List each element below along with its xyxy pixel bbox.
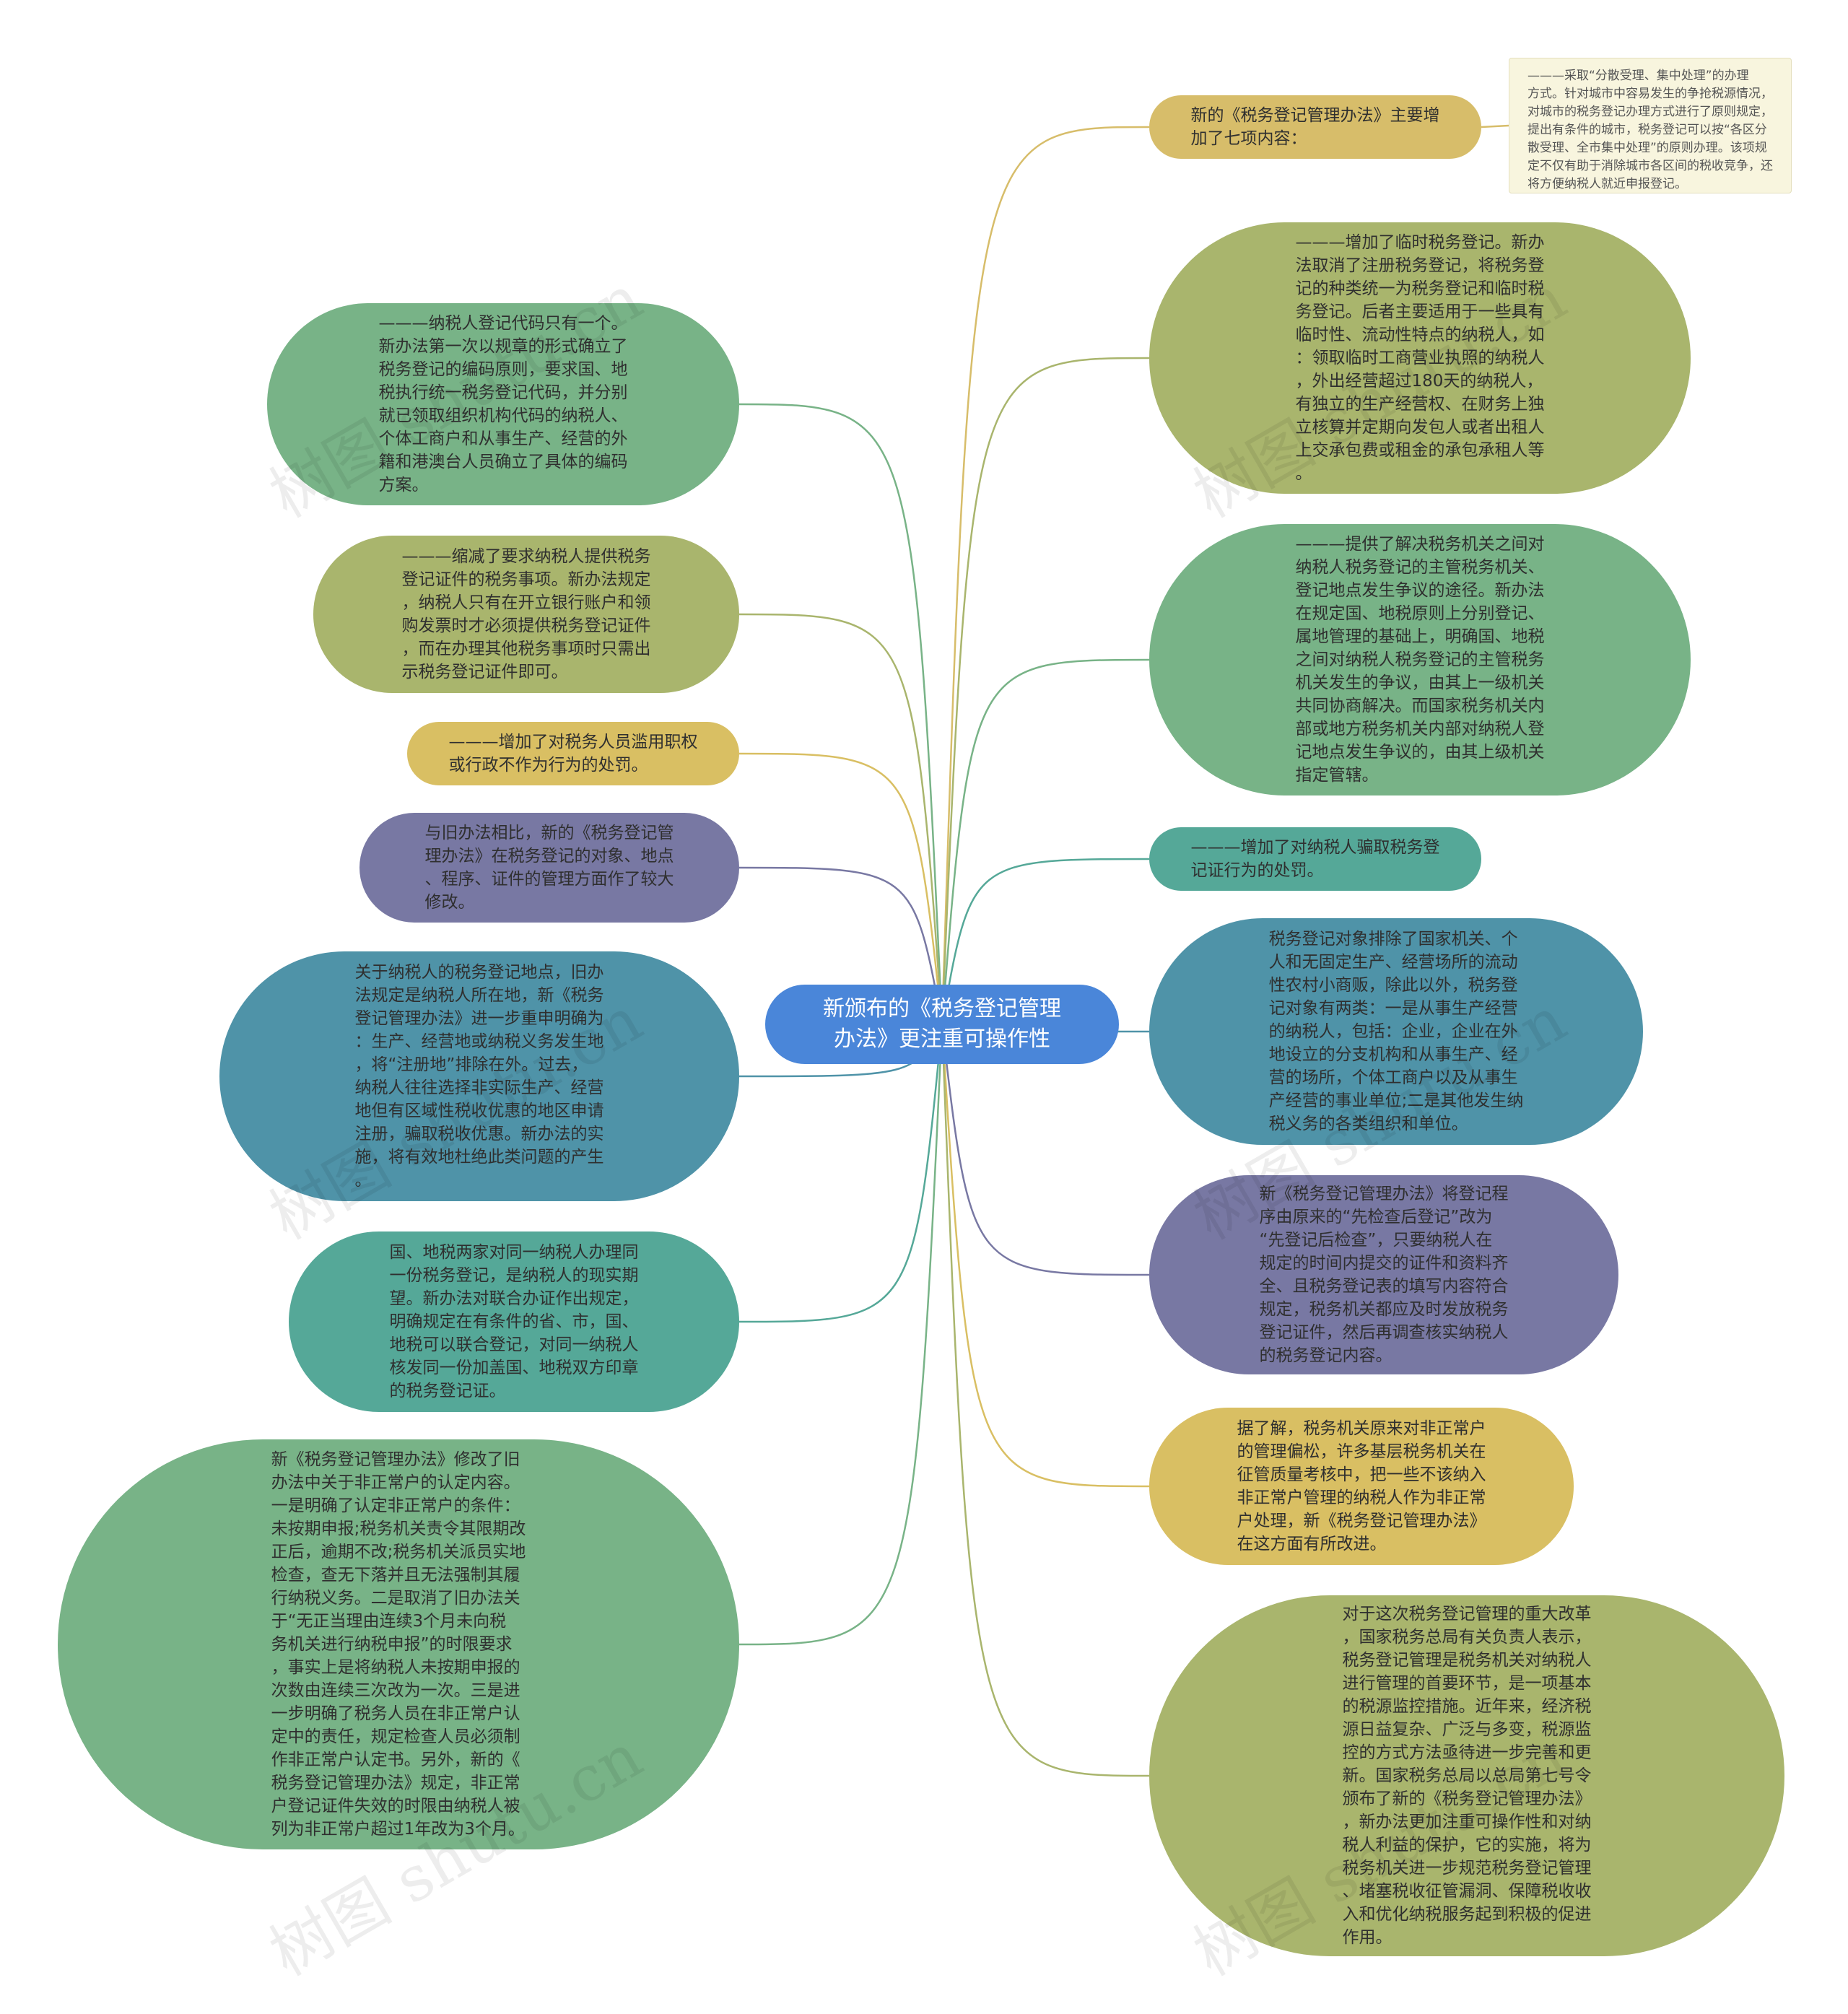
connector-l-punish [738, 752, 943, 1025]
node-label: ———纳税人登记代码只有一个。 新办法第一次以规章的形式确立了 税务登记的编码原… [378, 314, 628, 494]
node-abnormal-household[interactable]: 据了解，税务机关原来对非正常户 的管理偏松，许多基层税务机关在 征管质量考核中，… [1149, 1408, 1574, 1565]
node-registration-objects[interactable]: 税务登记对象排除了国家机关、个 人和无固定生产、经营场所的流动 性农村小商贩，除… [1149, 918, 1643, 1145]
note-label: ———采取“分散受理、集中处理”的办理 方式。针对城市中容易发生的争抢税源情况，… [1527, 69, 1773, 191]
node-temporary-registration[interactable]: ———增加了临时税务登记。新办 法取消了注册税务登记，将税务登 记的种类统一为税… [1149, 222, 1691, 494]
node-fraud-penalty[interactable]: ———增加了对纳税人骗取税务登 记证行为的处罚。 [1149, 827, 1481, 891]
node-label: ———增加了临时税务登记。新办 法取消了注册税务登记，将税务登 记的种类统一为税… [1295, 233, 1545, 483]
connector-r-main-seven [941, 126, 1150, 1025]
node-label: 新《税务登记管理办法》修改了旧 办法中关于非正常户的认定内容。 一是明确了认定非… [271, 1450, 526, 1839]
node-label: 据了解，税务机关原来对非正常户 的管理偏松，许多基层税务机关在 征管质量考核中，… [1237, 1419, 1486, 1553]
node-label: 新的《税务登记管理办法》主要增 加了七项内容： [1190, 106, 1440, 148]
connector-r-reform [941, 1024, 1150, 1777]
node-label: 对于这次税务登记管理的重大改革 ，国家税务总局有关负责人表示， 税务登记管理是税… [1342, 1605, 1592, 1947]
connector-l-reduce [738, 613, 943, 1025]
node-joint-registration[interactable]: 国、地税两家对同一纳税人办理同 一份税务登记，是纳税人的现实期 望。新办法对联合… [289, 1231, 739, 1412]
node-main-seven-items[interactable]: 新的《税务登记管理办法》主要增 加了七项内容： [1149, 95, 1481, 159]
connector-l-code [738, 403, 943, 1025]
note-dispersed-acceptance: ———采取“分散受理、集中处理”的办理 方式。针对城市中容易发生的争抢税源情况，… [1509, 58, 1792, 193]
node-dispute-resolution[interactable]: ———提供了解决税务机关之间对 纳税人税务登记的主管税务机关、 登记地点发生争议… [1149, 524, 1691, 795]
node-taxpayer-code[interactable]: ———纳税人登记代码只有一个。 新办法第一次以规章的形式确立了 税务登记的编码原… [267, 303, 739, 505]
node-registration-procedure[interactable]: 新《税务登记管理办法》将登记程 序由原来的“先检查后登记”改为 “先登记后检查”… [1149, 1175, 1618, 1374]
node-label: ———增加了对税务人员滥用职权 或行政不作为行为的处罚。 [448, 733, 698, 775]
node-label: 关于纳税人的税务登记地点，旧办 法规定是纳税人所在地，新《税务 登记管理办法》进… [354, 963, 604, 1190]
connector-r-abnormal [941, 1024, 1150, 1488]
node-label: 与旧办法相比，新的《税务登记管 理办法》在税务登记的对象、地点 、程序、证件的管… [424, 824, 674, 912]
connector-r-procedure [941, 1024, 1150, 1276]
node-comparison-old-law[interactable]: 与旧办法相比，新的《税务登记管 理办法》在税务登记的对象、地点 、程序、证件的管… [359, 813, 739, 923]
connector-r-dispute [941, 658, 1150, 1025]
center-topic-label: 新颁布的《税务登记管理 办法》更注重可操作性 [823, 996, 1061, 1052]
node-label: ———缩减了要求纳税人提供税务 登记证件的税务事项。新办法规定 ，纳税人只有在开… [401, 547, 651, 681]
node-label: 新《税务登记管理办法》将登记程 序由原来的“先检查后登记”改为 “先登记后检查”… [1259, 1185, 1509, 1365]
connector-l-compare [738, 866, 943, 1025]
node-registration-location[interactable]: 关于纳税人的税务登记地点，旧办 法规定是纳税人所在地，新《税务 登记管理办法》进… [219, 951, 739, 1201]
node-reform-statement[interactable]: 对于这次税务登记管理的重大改革 ，国家税务总局有关负责人表示， 税务登记管理是税… [1149, 1595, 1784, 1956]
node-abnormal-household-definition[interactable]: 新《税务登记管理办法》修改了旧 办法中关于非正常户的认定内容。 一是明确了认定非… [58, 1439, 739, 1849]
connector-l-abnormal-def [738, 1024, 943, 1646]
node-label: ———增加了对纳税人骗取税务登 记证行为的处罚。 [1190, 838, 1440, 880]
connector-l-joint [738, 1024, 943, 1323]
node-staff-penalty[interactable]: ———增加了对税务人员滥用职权 或行政不作为行为的处罚。 [407, 722, 739, 785]
connector-note [1481, 124, 1509, 128]
node-label: 税务登记对象排除了国家机关、个 人和无固定生产、经营场所的流动 性农村小商贩，除… [1268, 930, 1524, 1133]
node-label: ———提供了解决税务机关之间对 纳税人税务登记的主管税务机关、 登记地点发生争议… [1295, 535, 1545, 785]
connector-r-fraud [941, 858, 1150, 1025]
node-reduced-certificate-items[interactable]: ———缩减了要求纳税人提供税务 登记证件的税务事项。新办法规定 ，纳税人只有在开… [313, 536, 739, 693]
node-label: 国、地税两家对同一纳税人办理同 一份税务登记，是纳税人的现实期 望。新办法对联合… [389, 1243, 639, 1400]
connector-r-temp-reg [941, 357, 1150, 1025]
center-topic[interactable]: 新颁布的《税务登记管理 办法》更注重可操作性 [765, 985, 1119, 1064]
